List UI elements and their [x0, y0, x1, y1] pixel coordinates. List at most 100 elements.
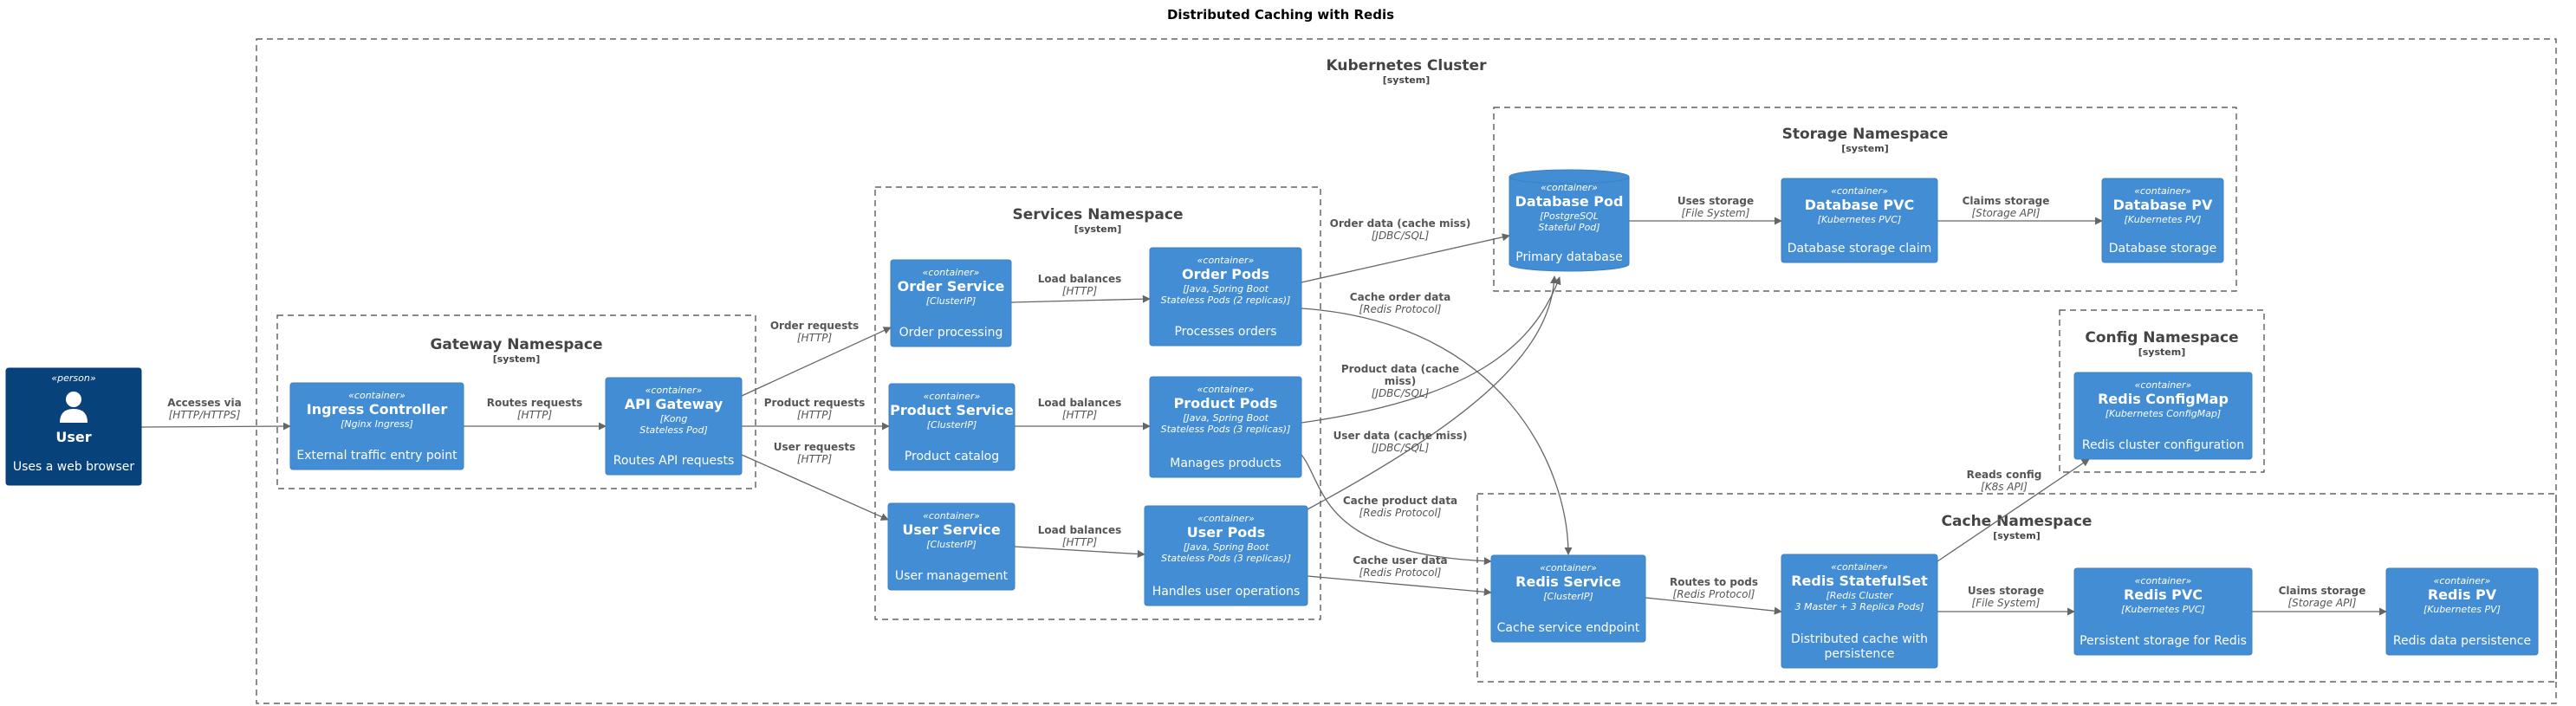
edge-label-api-to-product_svc: Product requests[HTTP]: [764, 397, 865, 421]
boundary-services: Services Namespace[system]: [874, 186, 1321, 620]
node-description: Persistent storage for Redis: [2080, 634, 2247, 648]
node-description: Product catalog: [905, 450, 999, 463]
node-stereotype: «container»: [348, 390, 406, 401]
node-technology: [ClusterIP]: [926, 539, 977, 550]
edge-label-tech: [HTTP]: [797, 332, 833, 344]
node-redis-ss: «container»Redis StatefulSet[Redis Clust…: [1781, 554, 1938, 669]
node-stereotype: «container»: [923, 267, 980, 278]
edge-label-text: Product data (cache: [1341, 363, 1459, 375]
edge-order_svc-to-order_pods: [1010, 295, 1151, 303]
boundary-config: Config Namespace[system]: [2059, 309, 2265, 473]
edge-label-tech: [HTTP]: [797, 409, 833, 421]
edge-label-tech: [HTTP/HTTPS]: [169, 409, 241, 421]
node-name: Database Pod: [1515, 193, 1624, 210]
edge-label-redis_ss-to-redis_pvc: Uses storage[File System]: [1968, 585, 2044, 609]
edge-label-api-to-user_svc: User requests[HTTP]: [774, 441, 855, 465]
node-description: Order processing: [899, 326, 1003, 340]
node-name: Order Service: [898, 278, 1005, 295]
node-description: Redis data persistence: [2393, 634, 2531, 648]
node-name: Redis PVC: [2124, 586, 2203, 603]
node-description: Uses a web browser: [13, 460, 135, 474]
container-box: [890, 259, 1012, 347]
edge-label-text: Load balances: [1038, 273, 1122, 285]
boundaries-layer: Kubernetes Cluster[system]Gateway Namesp…: [256, 38, 2557, 704]
node-db-pv: «container»Database PV[Kubernetes PV]Dat…: [2101, 178, 2224, 263]
container-box: [2073, 567, 2253, 656]
boundary-storage-type: [system]: [1841, 143, 1889, 154]
node-ingress: «container»Ingress Controller[Nginx Ingr…: [289, 382, 464, 470]
edge-label-text: Cache order data: [1350, 291, 1450, 303]
boundary-cluster: Kubernetes Cluster[system]: [256, 38, 2557, 704]
node-stereotype: «person»: [51, 372, 95, 384]
node-stereotype: «container»: [2135, 379, 2192, 391]
edge-label-user_pods-to-db_pod: User data (cache miss)[JDBC/SQL]: [1333, 430, 1468, 454]
node-technology: Stateless Pods (3 replicas)]: [1161, 553, 1291, 564]
node-db-pod: «container»Database Pod[PostgreSQLStatef…: [1509, 169, 1630, 272]
node-stereotype: «container»: [646, 385, 703, 396]
boundary-cluster-type: [system]: [1383, 74, 1431, 86]
edge-label-ingress-to-api: Routes requests[HTTP]: [487, 397, 583, 421]
node-technology: [Java, Spring Boot: [1183, 412, 1269, 424]
container-box: [605, 377, 743, 476]
container-box: [888, 383, 1015, 471]
edge-order_pods-to-db_pod: [1301, 233, 1510, 283]
node-description: Redis cluster configuration: [2082, 438, 2244, 452]
node-description: Database storage: [2109, 242, 2216, 256]
node-name: Database PV: [2113, 197, 2213, 213]
node-name: Order Pods: [1182, 266, 1269, 282]
boundary-storage-frame: [1493, 107, 2237, 292]
node-redis-svc: «container»Redis Service[ClusterIP]Cache…: [1490, 554, 1646, 643]
edge-api-to-user_svc: [741, 454, 889, 521]
edge-label-tech: [K8s API]: [1981, 481, 2028, 493]
node-name: User: [55, 429, 91, 445]
node-name: User Pods: [1187, 524, 1266, 541]
diagram-title: Distributed Caching with Redis: [1167, 7, 1394, 23]
edge-redis_ss-to-redis_cm: [1937, 458, 2090, 562]
node-redis-cm: «container»Redis ConfigMap[Kubernetes Co…: [2073, 372, 2253, 460]
node-name: API Gateway: [625, 396, 723, 412]
edge-label-text: User requests: [774, 441, 855, 453]
edge-label-redis_svc-to-redis_ss: Routes to pods[Redis Protocol]: [1670, 576, 1758, 600]
edge-label-api-to-order_svc: Order requests[HTTP]: [770, 320, 859, 344]
node-technology: Stateless Pod]: [639, 424, 708, 436]
node-technology: [ClusterIP]: [1543, 591, 1593, 602]
edge-label-tech: [JDBC/SQL]: [1372, 230, 1430, 242]
edge-label-order_pods-to-redis_svc: Cache order data[Redis Protocol]: [1350, 291, 1450, 315]
node-technology: [Kong: [660, 413, 688, 424]
node-user-svc: «container»User Service[ClusterIP]User m…: [887, 502, 1015, 591]
edge-product_pods-to-redis_svc: [1301, 454, 1492, 566]
boundary-config-title: Config Namespace: [2085, 329, 2238, 347]
node-technology: [Kubernetes PV]: [2125, 214, 2202, 225]
node-technology: [Redis Cluster: [1826, 590, 1893, 601]
edge-label-text: User data (cache miss): [1333, 430, 1468, 442]
container-box: [289, 382, 464, 470]
edge-label-tech: [Storage API]: [1971, 207, 2040, 219]
edge-label-tech: [HTTP]: [1062, 409, 1098, 421]
node-description: Processes orders: [1174, 325, 1276, 339]
edge-user-to-ingress: [140, 422, 291, 431]
boundary-gateway-type: [system]: [493, 353, 541, 365]
edge-label-text: Product requests: [764, 397, 865, 409]
edge-label-text: Load balances: [1038, 524, 1122, 536]
edge-user_svc-to-user_pods: [1014, 546, 1145, 559]
node-description: External traffic entry point: [296, 449, 457, 463]
edge-label-tech: [HTTP]: [1062, 285, 1098, 297]
edge-label-text: Accesses via: [167, 397, 241, 409]
edge-label-tech: [JDBC/SQL]: [1372, 387, 1430, 399]
node-technology: Stateless Pods (3 replicas)]: [1161, 424, 1291, 435]
edge-label-tech: [HTTP]: [797, 453, 833, 465]
edge-label-db_pvc-to-db_pv: Claims storage[Storage API]: [1963, 195, 2050, 219]
node-name: Redis Service: [1515, 573, 1621, 590]
edge-label-user-to-ingress: Accesses via[HTTP/HTTPS]: [167, 397, 241, 421]
boundary-cache: Cache Namespace[system]: [1476, 493, 2557, 683]
container-box: [1781, 178, 1938, 263]
node-name: Redis ConfigMap: [2098, 391, 2229, 407]
edge-label-text: Reads config: [1967, 469, 2042, 481]
node-product-svc: «container»Product Service[ClusterIP]Pro…: [888, 383, 1015, 471]
node-order-pods: «container»Order Pods[Java, Spring BootS…: [1149, 247, 1302, 347]
edge-label-tech: [Redis Protocol]: [1359, 567, 1442, 579]
node-description: Routes API requests: [613, 454, 735, 468]
edge-label-text: Order data (cache miss): [1330, 217, 1471, 230]
